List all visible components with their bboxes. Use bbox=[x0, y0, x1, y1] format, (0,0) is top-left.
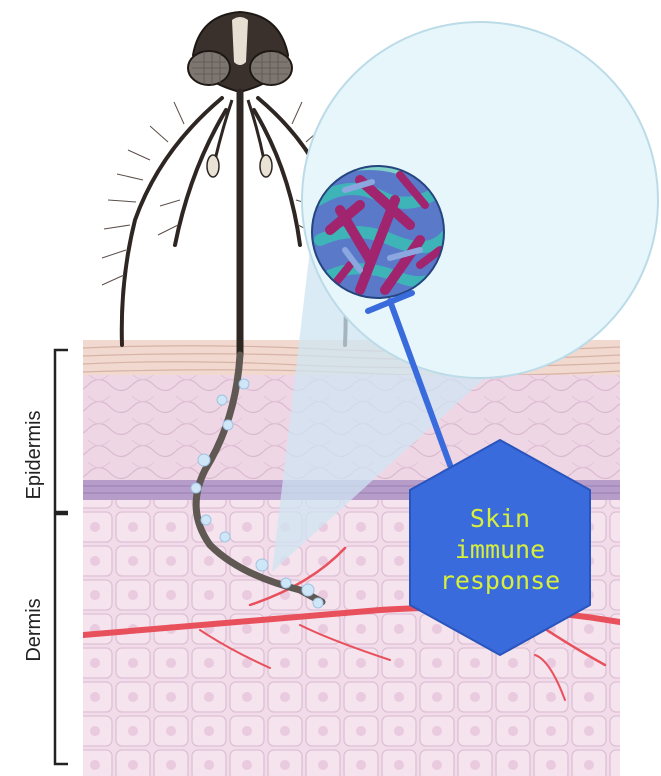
epidermis-label: Epidermis bbox=[23, 411, 45, 500]
left-palp-tip bbox=[207, 155, 219, 177]
response-line-1: Skin bbox=[470, 504, 530, 533]
response-line-3: response bbox=[440, 566, 560, 595]
epidermis-bracket bbox=[55, 350, 68, 512]
dermis-bracket bbox=[55, 514, 68, 764]
layer-brackets bbox=[55, 350, 68, 764]
right-palp-tip bbox=[260, 155, 272, 177]
virus-particle-icon bbox=[312, 165, 446, 298]
response-line-2: immune bbox=[455, 535, 545, 564]
head-stripe bbox=[232, 17, 248, 65]
dermis-label: Dermis bbox=[23, 598, 45, 661]
